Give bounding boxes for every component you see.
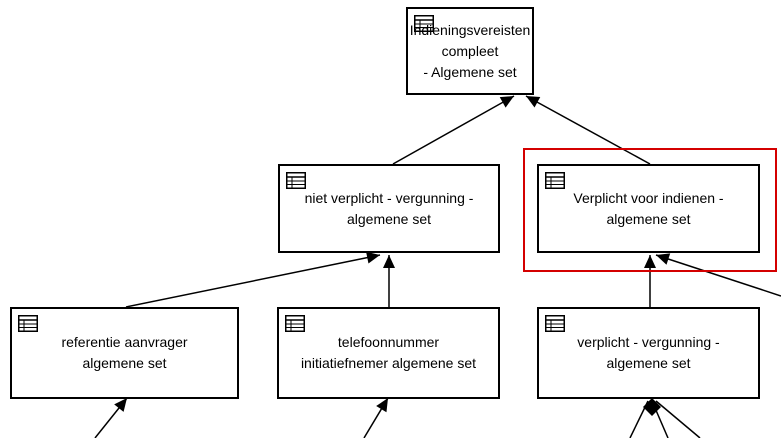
edge-referentie-aanvrager-to-niet-verplicht-arrowhead [366,251,380,264]
edge-telefoonnummer-to-niet-verplicht-arrowhead [383,255,395,268]
node-referentie-aanvrager[interactable]: referentie aanvrager algemene set [10,307,239,399]
table-icon [285,315,305,332]
node-label: Verplicht voor indienen - algemene set [573,189,724,227]
node-indieningsvereisten[interactable]: Indieningsvereisten compleet - Algemene … [406,7,534,95]
node-label: verplicht - vergunning - algemene set [577,334,720,371]
edge-offscreen-c-to-verplicht-vergunning [655,400,701,438]
edge-offscreen-to-verplicht-voor-indienen [655,254,781,297]
node-label: niet verplicht - vergunning - algemene s… [304,189,474,227]
node-label: Indieningsvereisten compleet - Algemene … [409,21,531,80]
edge-offscreen-to-referentie-aanvrager-arrowhead [114,398,127,412]
selection-highlight [523,148,777,272]
table-icon [286,172,306,189]
edge-verplicht-voor-indienen-to-indieningsvereisten-arrowhead [526,96,541,108]
node-verplicht-voor-indienen[interactable]: Verplicht voor indienen - algemene set [537,164,760,253]
node-niet-verplicht[interactable]: niet verplicht - vergunning - algemene s… [278,164,500,253]
node-verplicht-vergunning[interactable]: verplicht - vergunning - algemene set [537,307,760,399]
edge-offscreen-to-verplicht-voor-indienen-arrowhead [656,253,671,265]
table-icon [18,315,38,332]
edge-niet-verplicht-to-indieningsvereisten-arrowhead [499,96,514,108]
edge-verplicht-voor-indienen-to-indieningsvereisten [525,95,651,165]
node-label: telefoonnummer initiatiefnemer algemene … [300,334,477,371]
edge-verplicht-vergunning-to-verplicht-voor-indienen-arrowhead [644,255,656,268]
node-telefoonnummer[interactable]: telefoonnummer initiatiefnemer algemene … [277,307,500,399]
edge-referentie-aanvrager-to-niet-verplicht [125,254,381,308]
aggregation-diamond [643,398,661,416]
table-icon [545,315,565,332]
table-icon [414,15,434,32]
node-label: referentie aanvrager algemene set [61,334,188,371]
edge-niet-verplicht-to-indieningsvereisten [392,95,515,165]
edge-offscreen-to-telefoonnummer-arrowhead [376,398,388,413]
table-icon [545,172,565,189]
